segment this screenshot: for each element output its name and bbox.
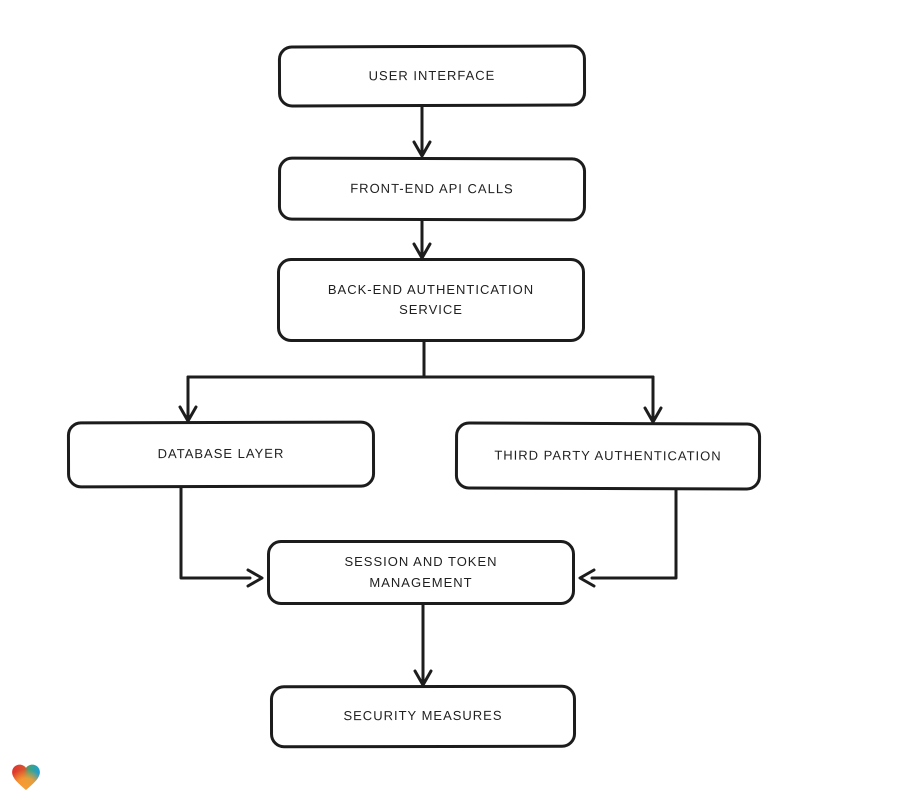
edge-third-party-authentication-to-session-and-token-management xyxy=(578,488,678,588)
arrowhead-down-icon xyxy=(412,242,432,260)
node-label-third-party-authentication: Third Party Authentication xyxy=(494,447,722,464)
arrowhead-down-icon xyxy=(643,406,663,424)
gradient-heart-icon xyxy=(12,764,40,790)
edge-front-end-api-calls-to-back-end-authentication-service xyxy=(412,219,432,260)
edge-branch-to-database-layer xyxy=(178,375,198,423)
node-security-measures: Security Measures xyxy=(269,684,577,749)
edge-user-interface-to-front-end-api-calls xyxy=(412,105,432,158)
arrowhead-down-icon xyxy=(412,140,432,158)
arrowhead-right-icon xyxy=(246,568,264,588)
node-front-end-api-calls: Front-end API Calls xyxy=(277,156,587,222)
node-user-interface: User Interface xyxy=(277,44,587,108)
edge-branch-to-third-party-authentication xyxy=(643,375,663,424)
edge-session-and-token-management-to-security-measures xyxy=(413,603,433,687)
arrowhead-left-icon xyxy=(578,568,596,588)
node-session-and-token-management: Session and Token Management xyxy=(267,540,575,605)
node-label-user-interface: User Interface xyxy=(368,67,496,84)
node-database-layer: Database Layer xyxy=(66,420,376,489)
node-label-security-measures: Security Measures xyxy=(343,708,503,724)
node-label-front-end-api-calls: Front-end API Calls xyxy=(350,180,514,197)
node-label-back-end-authentication-service: Back-end Authentication Service xyxy=(327,281,535,317)
edge-database-layer-to-session-and-token-management xyxy=(179,486,264,588)
edge-back-end-authentication-service-branch xyxy=(186,340,655,379)
node-back-end-authentication-service: Back-end Authentication Service xyxy=(277,258,585,342)
arrowhead-down-icon xyxy=(178,405,198,423)
node-label-session-and-token-management: Session and Token Management xyxy=(344,554,498,590)
arrowhead-down-icon xyxy=(413,669,433,687)
node-label-database-layer: Database Layer xyxy=(157,446,285,462)
node-third-party-authentication: Third Party Authentication xyxy=(454,421,762,491)
